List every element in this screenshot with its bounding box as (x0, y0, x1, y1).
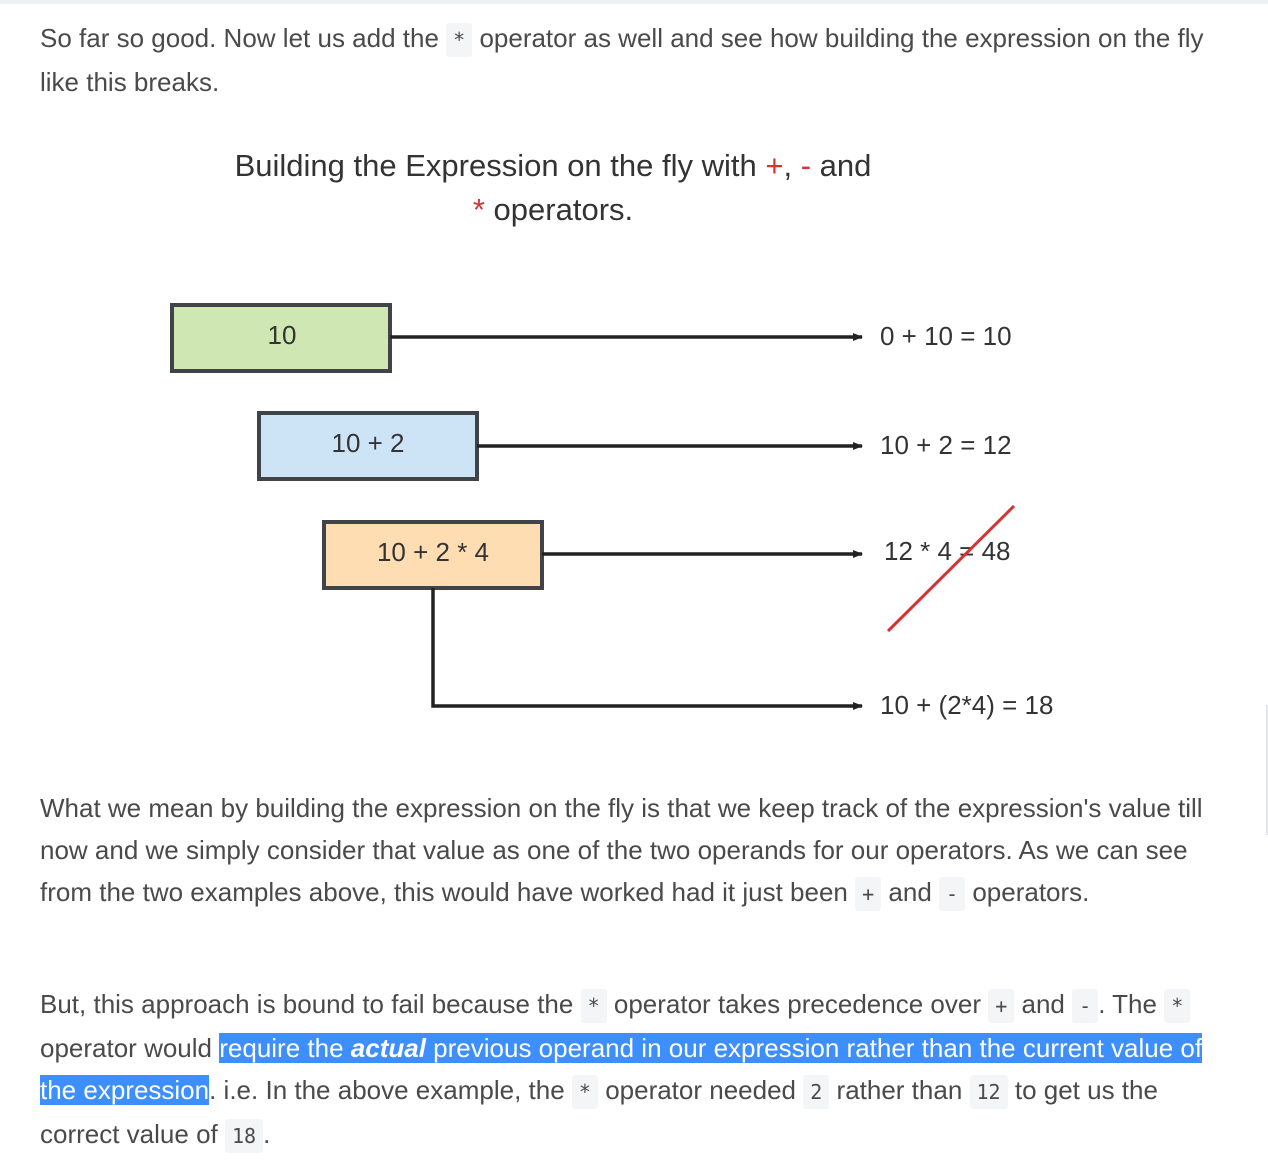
inline-code-18: 18 (224, 1119, 264, 1153)
inline-code-minus: - (1072, 989, 1099, 1023)
failure-text-9: . (263, 1119, 271, 1149)
inline-code-star: * (571, 1075, 598, 1109)
failure-text-6: operator needed (605, 1075, 797, 1105)
result-1: 0 + 10 = 10 (880, 321, 1012, 351)
expression-diagram: Building the Expression on the fly with … (170, 148, 1053, 720)
text-operators: operators. (972, 877, 1090, 907)
failure-text-8: to get us the correct value of (40, 1075, 1158, 1149)
diagram-title-line2: * operators. (473, 192, 633, 227)
inline-code-star: * (1164, 989, 1191, 1023)
failure-text-4: operator would (40, 1033, 212, 1063)
explanation-text: What we mean by building the expression … (40, 793, 1203, 907)
highlight-bold-actual: actual (350, 1033, 426, 1063)
failure-text-1: But, this approach is bound to fail beca… (40, 989, 574, 1019)
box-10-plus-2 (257, 411, 479, 481)
inline-code-2: 2 (803, 1075, 830, 1109)
text-and: and (888, 877, 932, 907)
result-correct: 10 + (2*4) = 18 (880, 690, 1053, 720)
strike-through-wrong (886, 504, 1016, 633)
failure-text-5: . i.e. In the above example, the (209, 1075, 565, 1105)
box-10-plus-2-times-4-label: 10 + 2 * 4 (377, 537, 489, 567)
failure-paragraph: But, this approach is bound to fail beca… (40, 983, 1230, 1157)
intro-text-2: operator as well and see how building th… (40, 23, 1204, 97)
highlight-text-2: previous operand in our expression rathe… (40, 1033, 1203, 1105)
inline-code-12: 12 (969, 1075, 1008, 1109)
intro-paragraph: So far so good. Now let us add the * ope… (40, 17, 1230, 103)
failure-text-2: operator takes precedence over (613, 989, 981, 1019)
top-divider (0, 0, 1268, 4)
inline-code-plus: + (988, 989, 1015, 1023)
elbow-connector (431, 588, 863, 710)
box-10 (170, 303, 392, 373)
inline-code-star: * (446, 23, 473, 57)
inline-code-plus: + (855, 877, 882, 911)
inline-code-minus: - (939, 877, 966, 911)
failure-text-3: . The (1098, 989, 1157, 1019)
box-10-label: 10 (268, 320, 297, 350)
explanation-paragraph: What we mean by building the expression … (40, 787, 1230, 915)
failure-text-7: rather than (836, 1075, 963, 1105)
intro-text-1: So far so good. Now let us add the (40, 23, 439, 53)
highlight-text-1: require the (219, 1033, 344, 1063)
scroll-indicator[interactable] (1266, 705, 1268, 835)
diagram-title-line1: Building the Expression on the fly with … (235, 148, 872, 183)
result-3-wrong: 12 * 4 = 48 (884, 536, 1011, 566)
box-10-plus-2-label: 10 + 2 (331, 428, 404, 458)
inline-code-star: * (580, 989, 607, 1023)
text-and: and (1021, 989, 1065, 1019)
result-2: 10 + 2 = 12 (880, 430, 1012, 460)
